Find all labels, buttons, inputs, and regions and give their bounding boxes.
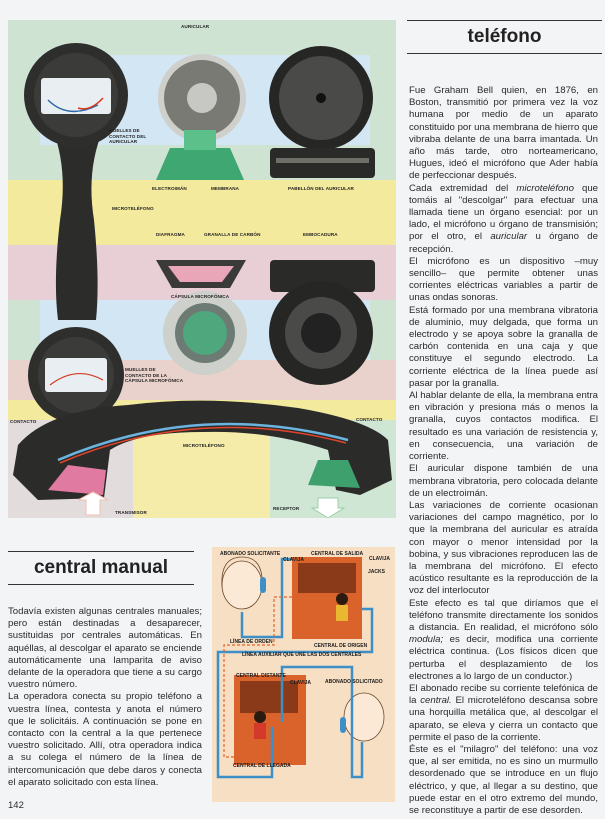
label-linea-orden: LÍNEA DE ORDEN	[230, 639, 273, 645]
paragraph: Está formado por una membrana vibratoria…	[409, 305, 598, 390]
label-contacto-left: CONTACTO	[10, 419, 37, 424]
paragraph: Éste es el "milagro" del teléfono: una v…	[409, 744, 598, 817]
title-rule-bottom	[407, 53, 602, 54]
label-central-distante: CENTRAL DISTANTE	[236, 673, 286, 679]
label-line: AURICULAR	[109, 139, 138, 145]
switchboard-diagram-drawing	[212, 547, 395, 802]
text-run: El abonado recibe su corriente telefónic…	[409, 682, 598, 707]
label-line: CÁPSULA MICROFÓNICA	[125, 378, 184, 384]
label-granalla: GRANALLA DE CARBÓN	[204, 232, 261, 237]
emphasized-term: auricular	[490, 231, 528, 243]
title-rule-top	[407, 20, 602, 21]
paragraph: El auricular dispone también de una memb…	[409, 463, 598, 500]
paragraph: Cada extremidad del microteléfono que to…	[409, 183, 598, 256]
title-rule-bottom	[8, 584, 194, 585]
label-microtelefono-2: MICROTELÉFONO	[183, 443, 225, 448]
label-diafragma: DIAFRAGMA	[156, 232, 185, 237]
label-clavija: CLAVIJA	[290, 680, 312, 686]
paragraph: Todavía existen algunas centrales manual…	[8, 606, 202, 691]
label-pabellon: PABELLÓN DEL AURICULAR	[288, 186, 354, 191]
label-clavija: CLAVIJA	[283, 557, 305, 563]
label-auricular: AURICULAR	[181, 24, 210, 29]
text-run: Al hablar delante de ella, la membrana e…	[409, 390, 598, 463]
label-electroiman: ELECTROIMÁN	[152, 186, 187, 191]
label-central-salida: CENTRAL DE SALIDA	[311, 551, 364, 557]
text-run: Las variaciones de corriente ocasionan v…	[409, 499, 598, 597]
label-line: MUELLES DE	[109, 128, 140, 133]
text-run: El auricular dispone también de una memb…	[409, 463, 598, 499]
manual-switchboard-illustration	[212, 547, 395, 802]
paragraph: El abonado recibe su corriente telefónic…	[409, 683, 598, 744]
label-muelles-capsula: MUELLES DE CONTACTO DE LA CÁPSULA MICROF…	[125, 367, 183, 384]
label-contacto-right: CONTACTO	[356, 417, 383, 422]
section-title-central-manual: central manual	[33, 557, 169, 578]
label-embocadura: EMBOCADURA	[303, 232, 338, 237]
label-abonado-solicitado: ABONADO SOLICITADO	[325, 679, 383, 685]
label-membrana: MEMBRANA	[211, 186, 240, 191]
emphasized-term: microteléfono	[516, 182, 574, 194]
label-transmisor: TRANSMISOR	[115, 510, 147, 515]
label-line: CONTACTO DE LA	[125, 372, 168, 378]
paragraph: Al hablar delante de ella, la membrana e…	[409, 390, 598, 463]
emphasized-term: central.	[420, 695, 452, 707]
section-title-telefono: teléfono	[467, 26, 542, 47]
text-run: Cada extremidad del	[409, 182, 517, 194]
title-rule-top	[8, 551, 194, 552]
text-run: El microteléfono descansa sobre una horq…	[409, 695, 598, 743]
label-line: CONTACTO DEL	[109, 133, 147, 139]
label-jacks: JACKS	[368, 569, 385, 575]
text-run: es decir, modifica una corriente eléctri…	[409, 634, 598, 682]
label-linea-auxiliar: LÍNEA AUXILIAR QUE UNE LAS DOS CENTRALES	[242, 652, 362, 658]
label-clavija: CLAVIJA	[369, 556, 391, 562]
text-run: Éste es el "milagro" del teléfono: una v…	[409, 743, 598, 816]
telephone-handset-illustration	[8, 20, 396, 519]
handset-diagram-drawing	[8, 20, 396, 519]
central-manual-body-text: Todavía existen algunas centrales manual…	[8, 606, 202, 789]
paragraph: Las variaciones de corriente ocasionan v…	[409, 500, 598, 598]
label-receptor: RECEPTOR	[273, 506, 300, 511]
label-muelles-auricular: MUELLES DE CONTACTO DEL AURICULAR	[109, 128, 146, 145]
paragraph: El micrófono es un dispositivo –muy senc…	[409, 256, 598, 305]
label-capsula: CÁPSULA MICROFÓNICA	[171, 294, 230, 299]
label-central-llegada: CENTRAL DE LLEGADA	[233, 763, 291, 769]
page-number: 142	[8, 800, 24, 811]
label-abonado-solicitante: ABONADO SOLICITANTE	[220, 551, 281, 557]
text-run: que tomáis al "descolgar" para efectuar …	[409, 182, 598, 243]
paragraph: La operadora conecta su propio teléfono …	[8, 691, 202, 788]
text-run: El micrófono es un dispositivo –muy senc…	[409, 255, 598, 304]
text-run: Está formado por una membrana vibratoria…	[409, 304, 598, 389]
label-central-origen: CENTRAL DE ORIGEN	[314, 643, 368, 649]
text-run: Fue Graham Bell quien, en 1876, en Bosto…	[409, 85, 598, 182]
label-line: MUELLES DE	[125, 367, 156, 372]
emphasized-term: modula;	[409, 634, 444, 646]
label-microtelefono: MICROTELÉFONO	[112, 206, 154, 211]
telefono-body-text: Fue Graham Bell quien, en 1876, en Bosto…	[409, 85, 598, 817]
paragraph: Este efecto es tal que diríamos que el t…	[409, 598, 598, 683]
text-run: Este efecto es tal que diríamos que el t…	[409, 597, 598, 633]
text-run: u órgano de recepción.	[409, 231, 598, 255]
paragraph: Fue Graham Bell quien, en 1876, en Bosto…	[409, 85, 598, 183]
